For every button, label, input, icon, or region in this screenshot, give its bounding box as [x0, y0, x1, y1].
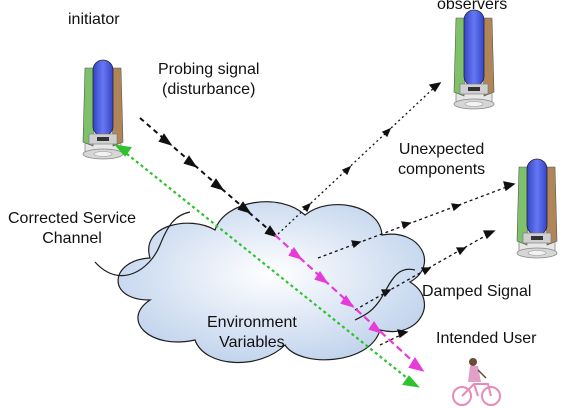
observers-label: observers — [437, 0, 508, 13]
environment-cloud — [117, 201, 426, 364]
corrected-service-channel-label-line1: Corrected Service — [8, 210, 137, 227]
unexpected-component-arrow — [379, 329, 409, 346]
intended-user-label: Intended User — [436, 330, 537, 347]
corrected-channel-leader — [94, 211, 191, 277]
unexpected-component-arrow — [277, 82, 442, 235]
probing-signal-arrow — [139, 117, 279, 238]
initiator-device-icon — [82, 59, 124, 160]
corrected-service-channel-arrow — [114, 144, 420, 388]
unexpected-components-label-line2: components — [398, 161, 486, 178]
damped-signal-leader — [354, 268, 416, 321]
environment-variables-label-line2: Variables — [219, 334, 285, 351]
unexpected-component-arrow — [317, 181, 516, 259]
environment-variables-label-line1: Environment — [207, 314, 297, 331]
probing-signal-label-line2: (disturbance) — [162, 81, 256, 98]
probing-signal-label: Probing signal (disturbance) — [158, 60, 259, 100]
damped-signal-arrow — [274, 234, 425, 372]
corrected-service-channel-label-line2: Channel — [42, 230, 102, 247]
observer-device-icon — [516, 158, 558, 259]
unexpected-components-label: Unexpected components — [398, 140, 485, 180]
corrected-service-channel-label: Corrected Service Channel — [8, 209, 136, 249]
initiator-label: initiator — [68, 11, 120, 28]
cyclist-icon — [452, 358, 501, 406]
probing-signal-label-line1: Probing signal — [158, 61, 260, 78]
environment-variables-label: Environment Variables — [207, 313, 297, 353]
observer-device-icon — [453, 9, 495, 110]
damped-signal-label: Damped Signal — [422, 283, 532, 300]
unexpected-components-label-line1: Unexpected — [398, 141, 485, 158]
